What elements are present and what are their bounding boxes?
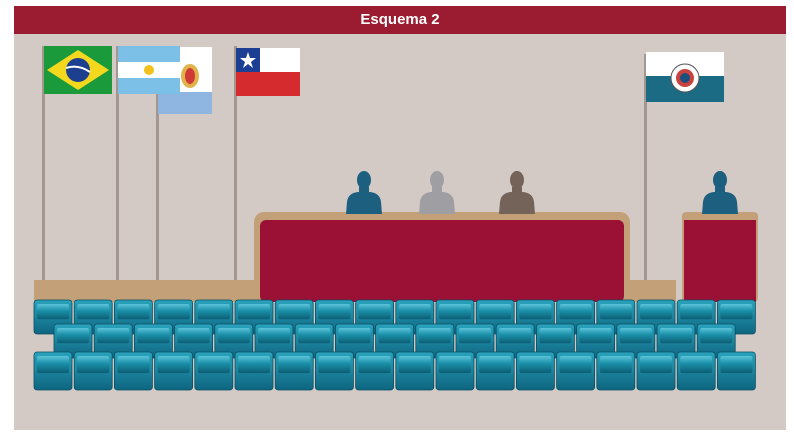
argentina-flag bbox=[118, 46, 180, 94]
institution-flag bbox=[646, 52, 724, 102]
presiding-member-center bbox=[419, 171, 455, 214]
seat bbox=[53, 323, 93, 359]
seat bbox=[717, 351, 756, 391]
flag-pole bbox=[644, 54, 647, 284]
diagram-title: Esquema 2 bbox=[14, 6, 786, 34]
seat bbox=[676, 351, 716, 391]
seat bbox=[656, 323, 696, 359]
seat bbox=[717, 299, 756, 335]
seat bbox=[114, 351, 153, 391]
seat bbox=[214, 323, 254, 359]
seat bbox=[73, 351, 113, 391]
seat bbox=[174, 323, 214, 359]
chile-flag bbox=[236, 48, 300, 96]
seat bbox=[93, 323, 133, 359]
assembly-scene bbox=[33, 46, 758, 391]
seat bbox=[556, 351, 595, 391]
seat bbox=[636, 351, 676, 391]
seat bbox=[294, 323, 334, 359]
presiding-member-right bbox=[499, 171, 535, 214]
seat bbox=[314, 351, 354, 391]
seat bbox=[616, 323, 656, 359]
seat bbox=[33, 351, 73, 391]
seat bbox=[596, 351, 636, 391]
seat bbox=[254, 323, 294, 359]
seat bbox=[234, 351, 274, 391]
seat bbox=[536, 323, 575, 359]
brazil-flag bbox=[44, 46, 112, 94]
podium bbox=[684, 220, 756, 302]
seat bbox=[134, 323, 173, 359]
flag-pole bbox=[234, 46, 237, 282]
flag-pole bbox=[156, 46, 159, 282]
seat bbox=[154, 351, 194, 391]
speaker-at-podium bbox=[702, 171, 738, 214]
seat bbox=[415, 323, 455, 359]
assembly-diagram: Esquema 2 bbox=[14, 6, 786, 430]
presidency-table bbox=[260, 220, 624, 302]
flag-pole bbox=[42, 46, 45, 282]
seat bbox=[435, 351, 475, 391]
seat bbox=[475, 351, 515, 391]
seat bbox=[696, 323, 736, 359]
seat bbox=[515, 351, 555, 391]
seat bbox=[455, 323, 495, 359]
flag-pole bbox=[116, 46, 119, 282]
seat bbox=[375, 323, 415, 359]
seat bbox=[395, 351, 435, 391]
seat bbox=[576, 323, 615, 359]
seat bbox=[334, 323, 374, 359]
seat bbox=[355, 351, 395, 391]
presiding-member-left bbox=[346, 171, 382, 214]
seat bbox=[495, 323, 535, 359]
seat bbox=[194, 351, 234, 391]
seat bbox=[274, 351, 314, 391]
